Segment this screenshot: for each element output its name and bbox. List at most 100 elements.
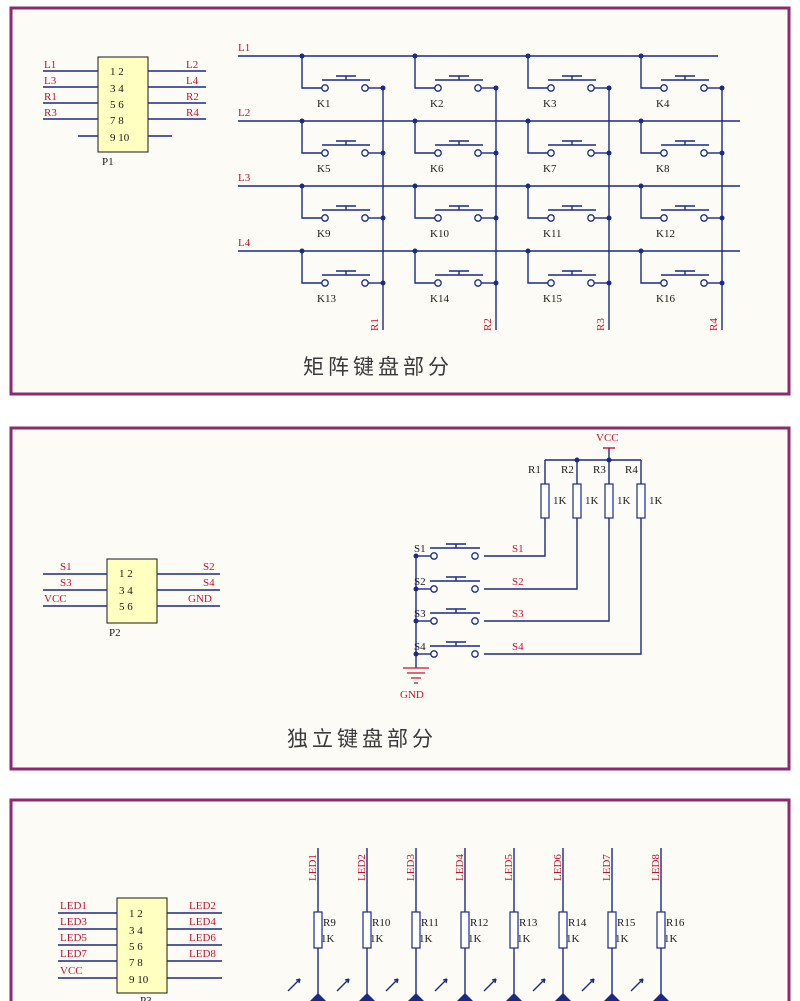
led-resistor-name: R11 <box>421 917 439 929</box>
key-k11: K11 <box>525 183 612 240</box>
pullup-network <box>484 447 646 655</box>
switch-label: S3 <box>414 608 426 620</box>
switch-net-label: S3 <box>512 608 524 620</box>
led-resistor-name: R15 <box>617 917 636 929</box>
switch-s3: S3 S3 <box>413 608 524 625</box>
switch-label: S1 <box>414 543 426 555</box>
switch-net-label: S1 <box>512 543 524 555</box>
p2-pins-3: 5 6 <box>119 601 133 613</box>
switch-label: S2 <box>414 576 426 588</box>
col-label-r2: R2 <box>482 318 494 331</box>
p3-right-sig-3: LED6 <box>189 932 216 944</box>
r1-name: R1 <box>528 464 541 476</box>
key-label: K16 <box>656 293 675 305</box>
led-net-label: LED2 <box>356 854 368 881</box>
r4-value: 1K <box>649 495 663 507</box>
p2-left-sig-2: S3 <box>60 577 72 589</box>
key-k15: K15 <box>525 248 612 305</box>
p3-pins-2: 3 4 <box>129 925 143 937</box>
independent-section-title: 独立键盘部分 <box>287 727 437 751</box>
col-label-r4: R4 <box>708 318 720 331</box>
led-resistor-value: 1K <box>615 933 629 945</box>
key-label: K12 <box>656 228 675 240</box>
key-label: K1 <box>317 98 330 110</box>
key-k4: K4 <box>638 53 725 110</box>
key-k14: K14 <box>412 248 499 305</box>
p1-right-sig-1: L2 <box>186 59 198 71</box>
p3-left-sig-3: LED5 <box>60 932 87 944</box>
r2-value: 1K <box>585 495 599 507</box>
p1-right-sig-3: R2 <box>186 91 199 103</box>
key-label: K6 <box>430 163 444 175</box>
led-net-label: LED6 <box>552 854 564 881</box>
led-resistor-value: 1K <box>566 933 580 945</box>
led-resistor-value: 1K <box>517 933 531 945</box>
key-k13: K13 <box>299 248 386 305</box>
p2-pins-2: 3 4 <box>119 585 133 597</box>
key-label: K13 <box>317 293 336 305</box>
p2-name: P2 <box>109 627 121 639</box>
p2-left-sig-3: VCC <box>44 593 67 605</box>
p1-name: P1 <box>102 156 114 168</box>
matrix-section-title: 矩阵键盘部分 <box>303 355 453 379</box>
p1-pins-5: 9 10 <box>110 132 130 144</box>
matrix-grid-wires <box>238 55 740 330</box>
p2-pins-1: 1 2 <box>119 568 133 580</box>
led-resistor-value: 1K <box>370 933 384 945</box>
p3-left-sig-5: VCC <box>60 965 83 977</box>
key-k9: K9 <box>299 183 386 240</box>
key-label: K14 <box>430 293 449 305</box>
r4-name: R4 <box>625 464 638 476</box>
gnd-label: GND <box>400 689 424 701</box>
p1-right-sig-4: R4 <box>186 107 199 119</box>
key-label: K2 <box>430 98 443 110</box>
switch-label: S4 <box>414 641 426 653</box>
led-net-label: LED7 <box>601 854 613 881</box>
key-k1: K1 <box>299 53 386 110</box>
p3-right-sig-4: LED8 <box>189 948 216 960</box>
vcc-label: VCC <box>596 432 619 444</box>
switch-s4: S4 S4 <box>413 641 524 658</box>
p3-pins-1: 1 2 <box>129 908 143 920</box>
led-channels: LED1R91KLED2R101KLED3R111KLED4R121KLED5R… <box>287 848 685 1001</box>
key-label: K10 <box>430 228 449 240</box>
p1-pins-4: 7 8 <box>110 115 124 127</box>
led-resistor-name: R10 <box>372 917 391 929</box>
key-label: K3 <box>543 98 557 110</box>
row-label-l4: L4 <box>238 237 251 249</box>
p3-connector: 1 2 3 4 5 6 7 8 9 10 P3 LED1 LED3 LED5 L… <box>58 897 222 1001</box>
p2-right-sig-3: GND <box>188 593 212 605</box>
ground-symbol <box>403 667 429 684</box>
switch-s1: S1 S1 <box>413 543 524 560</box>
led-net-label: LED8 <box>650 854 662 881</box>
led-net-label: LED1 <box>307 854 319 881</box>
key-label: K4 <box>656 98 670 110</box>
led-net-label: LED3 <box>405 854 417 881</box>
col-label-r3: R3 <box>595 318 607 331</box>
p3-left-sig-2: LED3 <box>60 916 87 928</box>
p1-left-sig-2: L3 <box>44 75 57 87</box>
switch-net-label: S4 <box>512 641 524 653</box>
p3-pins-5: 9 10 <box>129 974 149 986</box>
key-label: K8 <box>656 163 670 175</box>
col-label-r1: R1 <box>369 318 381 331</box>
led-resistor-name: R14 <box>568 917 587 929</box>
r1-value: 1K <box>553 495 567 507</box>
led-resistor-value: 1K <box>664 933 678 945</box>
key-label: K7 <box>543 163 557 175</box>
led-resistor-value: 1K <box>468 933 482 945</box>
key-k3: K3 <box>525 53 612 110</box>
p2-right-sig-1: S2 <box>203 561 215 573</box>
p3-right-sig-1: LED2 <box>189 900 216 912</box>
key-label: K11 <box>543 228 562 240</box>
p3-left-sig-4: LED7 <box>60 948 87 960</box>
key-label: K5 <box>317 163 331 175</box>
